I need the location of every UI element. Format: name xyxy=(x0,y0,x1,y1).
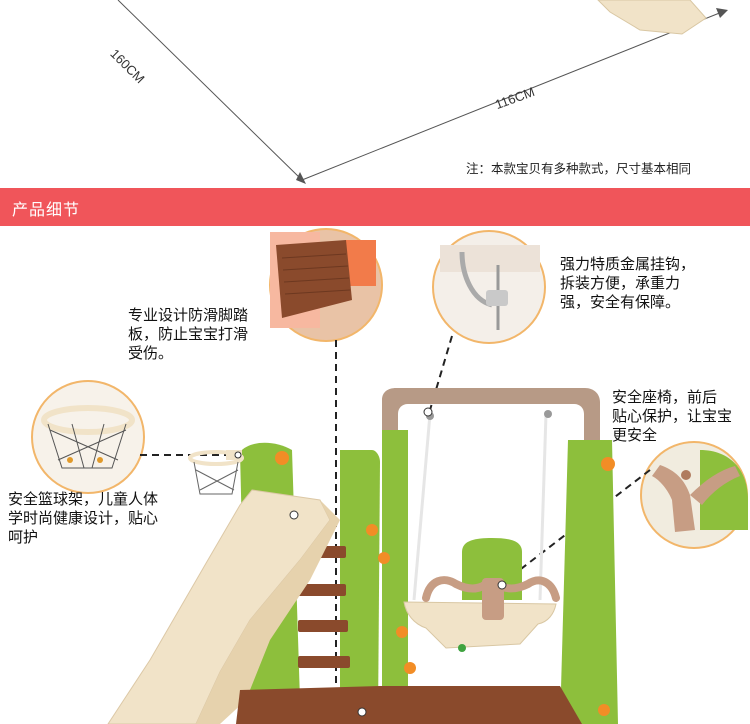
callout-seat: 安全座椅，前后 贴心保护，让宝宝 更安全 xyxy=(612,388,732,445)
callout-pedal: 专业设计防滑脚踏 板，防止宝宝打滑 受伤。 xyxy=(128,306,248,363)
callout-pedal-line-1: 专业设计防滑脚踏 xyxy=(128,306,249,324)
size-note: 注：本款宝贝有多种款式，尺寸基本相同 xyxy=(466,161,692,176)
callout-hook-line-2: 拆装方便，承重力 xyxy=(560,274,681,292)
callout-hoop-line-2: 学时尚健康设计，贴心 xyxy=(8,509,159,527)
section-header-band xyxy=(0,188,750,226)
slide xyxy=(107,489,340,724)
callout-seat-line-3: 更安全 xyxy=(612,426,658,444)
swing-seat xyxy=(403,410,560,652)
hook-detail-circle xyxy=(432,230,546,344)
tower-hoop xyxy=(188,450,244,495)
callout-hoop: 安全篮球架，儿童人体 学时尚健康设计，贴心 呵护 xyxy=(8,490,158,547)
floor-board xyxy=(236,686,582,724)
callout-pedal-line-3: 受伤。 xyxy=(128,344,174,362)
pedal-detail-circle xyxy=(269,228,383,342)
leader-dots xyxy=(234,407,507,717)
dimension-diagram-area xyxy=(0,0,750,188)
section-title: 产品细节 xyxy=(12,200,81,219)
callout-hook-line-1: 强力特质金属挂钩， xyxy=(560,255,696,273)
callout-hook: 强力特质金属挂钩， 拆装方便，承重力 强，安全有保障。 xyxy=(560,255,695,312)
swing-frame xyxy=(382,388,618,724)
slide-top-fragment xyxy=(597,0,707,35)
callout-seat-line-2: 贴心保护，让宝宝 xyxy=(612,407,733,425)
callout-pedal-line-2: 板，防止宝宝打滑 xyxy=(128,325,249,343)
callout-hook-line-3: 强，安全有保障。 xyxy=(560,293,681,311)
seat-detail-circle xyxy=(640,441,748,549)
callout-hoop-line-3: 呵护 xyxy=(8,528,39,546)
hoop-detail-circle xyxy=(31,380,145,494)
callout-hoop-line-1: 安全篮球架，儿童人体 xyxy=(8,490,159,508)
dimension-lines xyxy=(117,0,728,184)
callout-seat-line-1: 安全座椅，前后 xyxy=(612,388,718,406)
